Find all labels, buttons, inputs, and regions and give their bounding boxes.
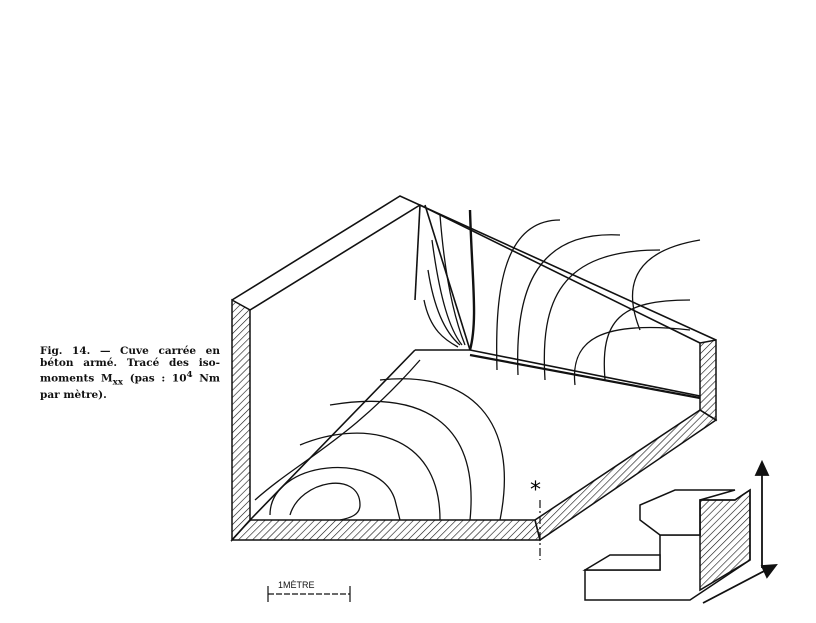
tank-outline [231, 195, 717, 521]
iso-moment-contours [254, 209, 701, 521]
right-wall-top-section [699, 339, 717, 422]
front-wall-section [230, 519, 541, 541]
scale-bar [267, 586, 351, 602]
left-wall-section [231, 298, 251, 542]
wall-block-sketch [582, 488, 751, 601]
scale-label: 1MÈTRE [278, 580, 315, 590]
direction-arrows [702, 459, 778, 604]
section-mark: * [530, 478, 541, 503]
figure-caption: Fig. 14. — Cuve carrée en béton armé. Tr… [40, 345, 220, 401]
